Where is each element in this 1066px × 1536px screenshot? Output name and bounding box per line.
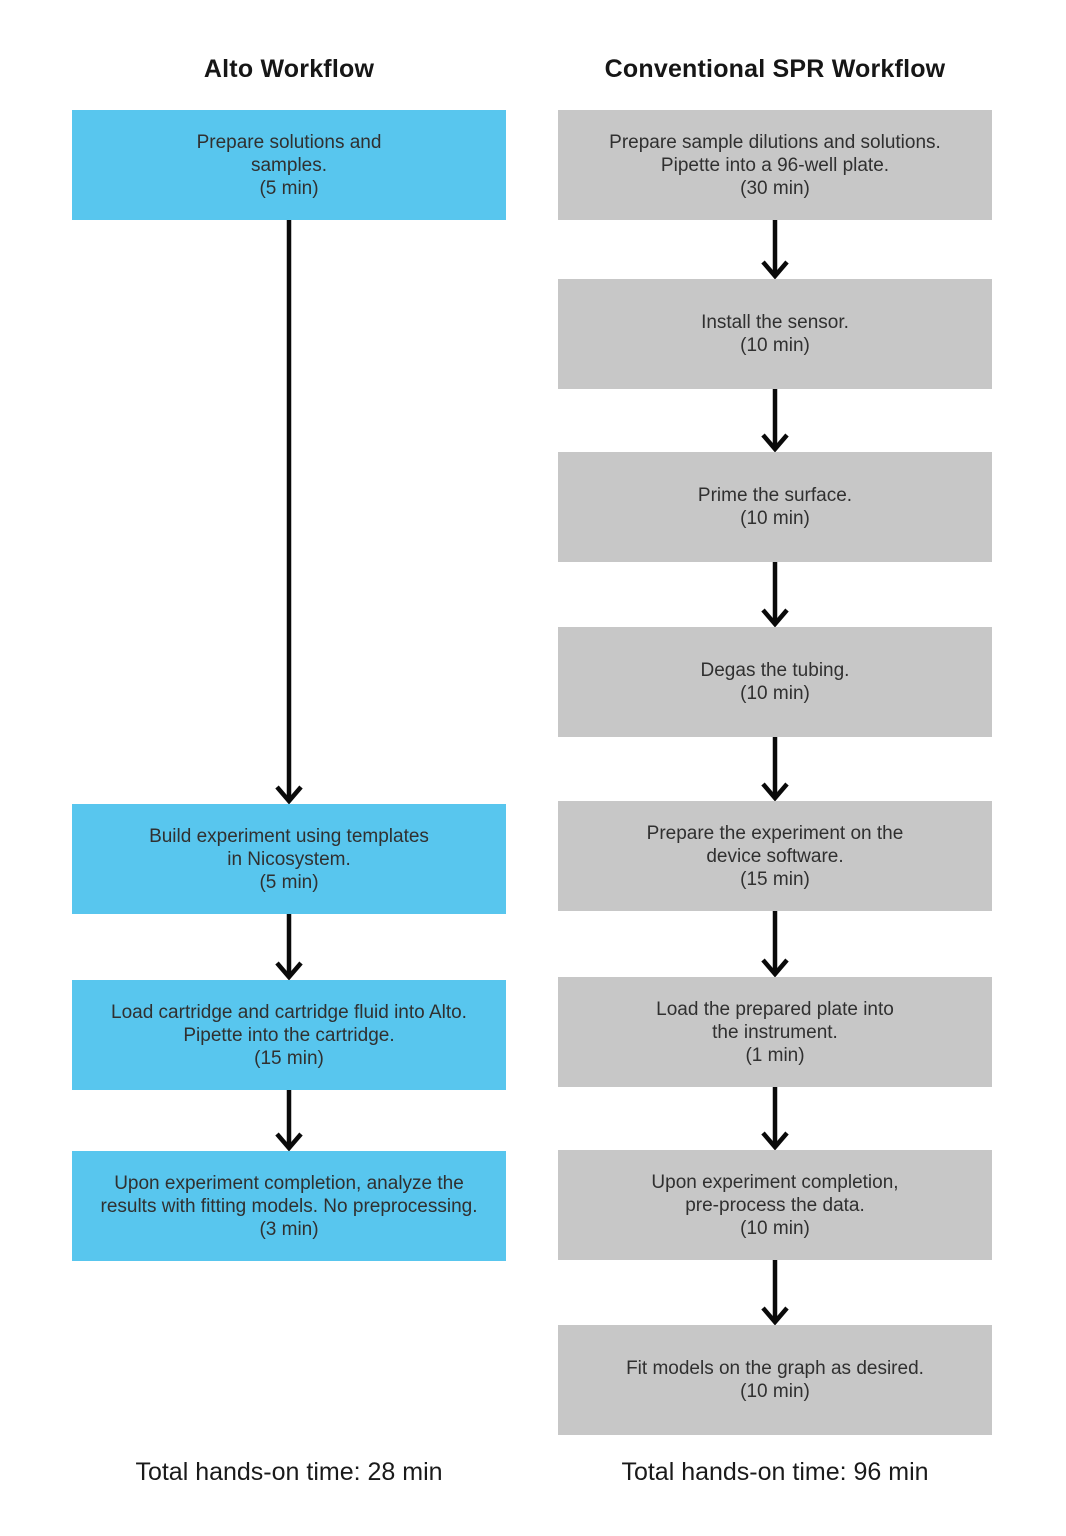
flow-arrow-down-icon <box>759 1087 791 1151</box>
step-text-line: (15 min) <box>740 868 810 890</box>
column-title-alto: Alto Workflow <box>203 55 375 83</box>
flow-arrow-down-icon <box>759 389 791 453</box>
workflow-step-alto-3: Load cartridge and cartridge fluid into … <box>72 980 506 1090</box>
step-text-line: in Nicosystem. <box>227 848 351 870</box>
step-text-line: (10 min) <box>740 508 810 529</box>
step-text-line: Fit models on the graph as desired. <box>626 1358 924 1379</box>
step-text-line: (5 min) <box>259 177 319 199</box>
step-text-line: Pipette into the cartridge. <box>183 1024 395 1046</box>
step-text-line: Prepare sample dilutions and solutions. <box>609 131 941 153</box>
step-text-line: (10 min) <box>740 683 810 704</box>
total-time-alto: Total hands-on time: 28 min <box>135 1458 443 1486</box>
flow-arrow-down-icon <box>759 1260 791 1326</box>
workflow-step-spr-1: Prepare sample dilutions and solutions.P… <box>558 110 992 220</box>
flow-arrow-down-icon <box>759 220 791 280</box>
step-text-line: Pipette into a 96-well plate. <box>660 154 890 176</box>
workflow-step-spr-7: Upon experiment completion,pre-process t… <box>558 1150 992 1260</box>
step-text-line: Degas the tubing. <box>700 660 850 681</box>
workflow-step-spr-2: Install the sensor.(10 min) <box>558 279 992 389</box>
step-text-line: (10 min) <box>740 1381 810 1402</box>
step-text-line: (3 min) <box>259 1218 319 1240</box>
step-text-line: samples. <box>250 154 328 176</box>
step-text-line: Build experiment using templates <box>149 825 429 847</box>
step-text-line: (5 min) <box>259 871 319 893</box>
step-text-line: Install the sensor. <box>701 312 849 333</box>
step-text-line: Upon experiment completion, analyze the <box>114 1172 464 1194</box>
workflow-step-spr-4: Degas the tubing.(10 min) <box>558 627 992 737</box>
flow-arrow-down-icon <box>759 562 791 628</box>
step-text-line: device software. <box>706 845 844 867</box>
step-text-line: (10 min) <box>740 1217 810 1239</box>
step-text-line: (10 min) <box>740 335 810 356</box>
step-text-line: (15 min) <box>254 1047 324 1069</box>
step-text-line: (1 min) <box>745 1044 805 1066</box>
step-text-line: Prepare solutions and <box>196 131 382 153</box>
total-time-spr: Total hands-on time: 96 min <box>621 1458 929 1486</box>
step-text-line: (30 min) <box>740 177 810 199</box>
step-text-line: Load cartridge and cartridge fluid into … <box>111 1001 467 1023</box>
flow-arrow-down-icon <box>273 914 305 981</box>
flow-arrow-down-icon <box>273 220 305 805</box>
step-text-line: Prepare the experiment on the <box>646 822 904 844</box>
step-text-line: the instrument. <box>712 1021 838 1043</box>
flow-arrow-down-icon <box>759 737 791 802</box>
column-title-spr: Conventional SPR Workflow <box>604 55 946 83</box>
workflow-step-spr-8: Fit models on the graph as desired.(10 m… <box>558 1325 992 1435</box>
flow-arrow-down-icon <box>273 1090 305 1152</box>
step-text-line: Load the prepared plate into <box>656 998 894 1020</box>
step-text-line: pre-process the data. <box>685 1194 865 1216</box>
step-text-line: Prime the surface. <box>697 485 853 506</box>
workflow-step-spr-3: Prime the surface.(10 min) <box>558 452 992 562</box>
step-text-line: Upon experiment completion, <box>651 1171 899 1193</box>
step-text-line: results with fitting models. No preproce… <box>100 1195 478 1217</box>
flow-arrow-down-icon <box>759 911 791 978</box>
